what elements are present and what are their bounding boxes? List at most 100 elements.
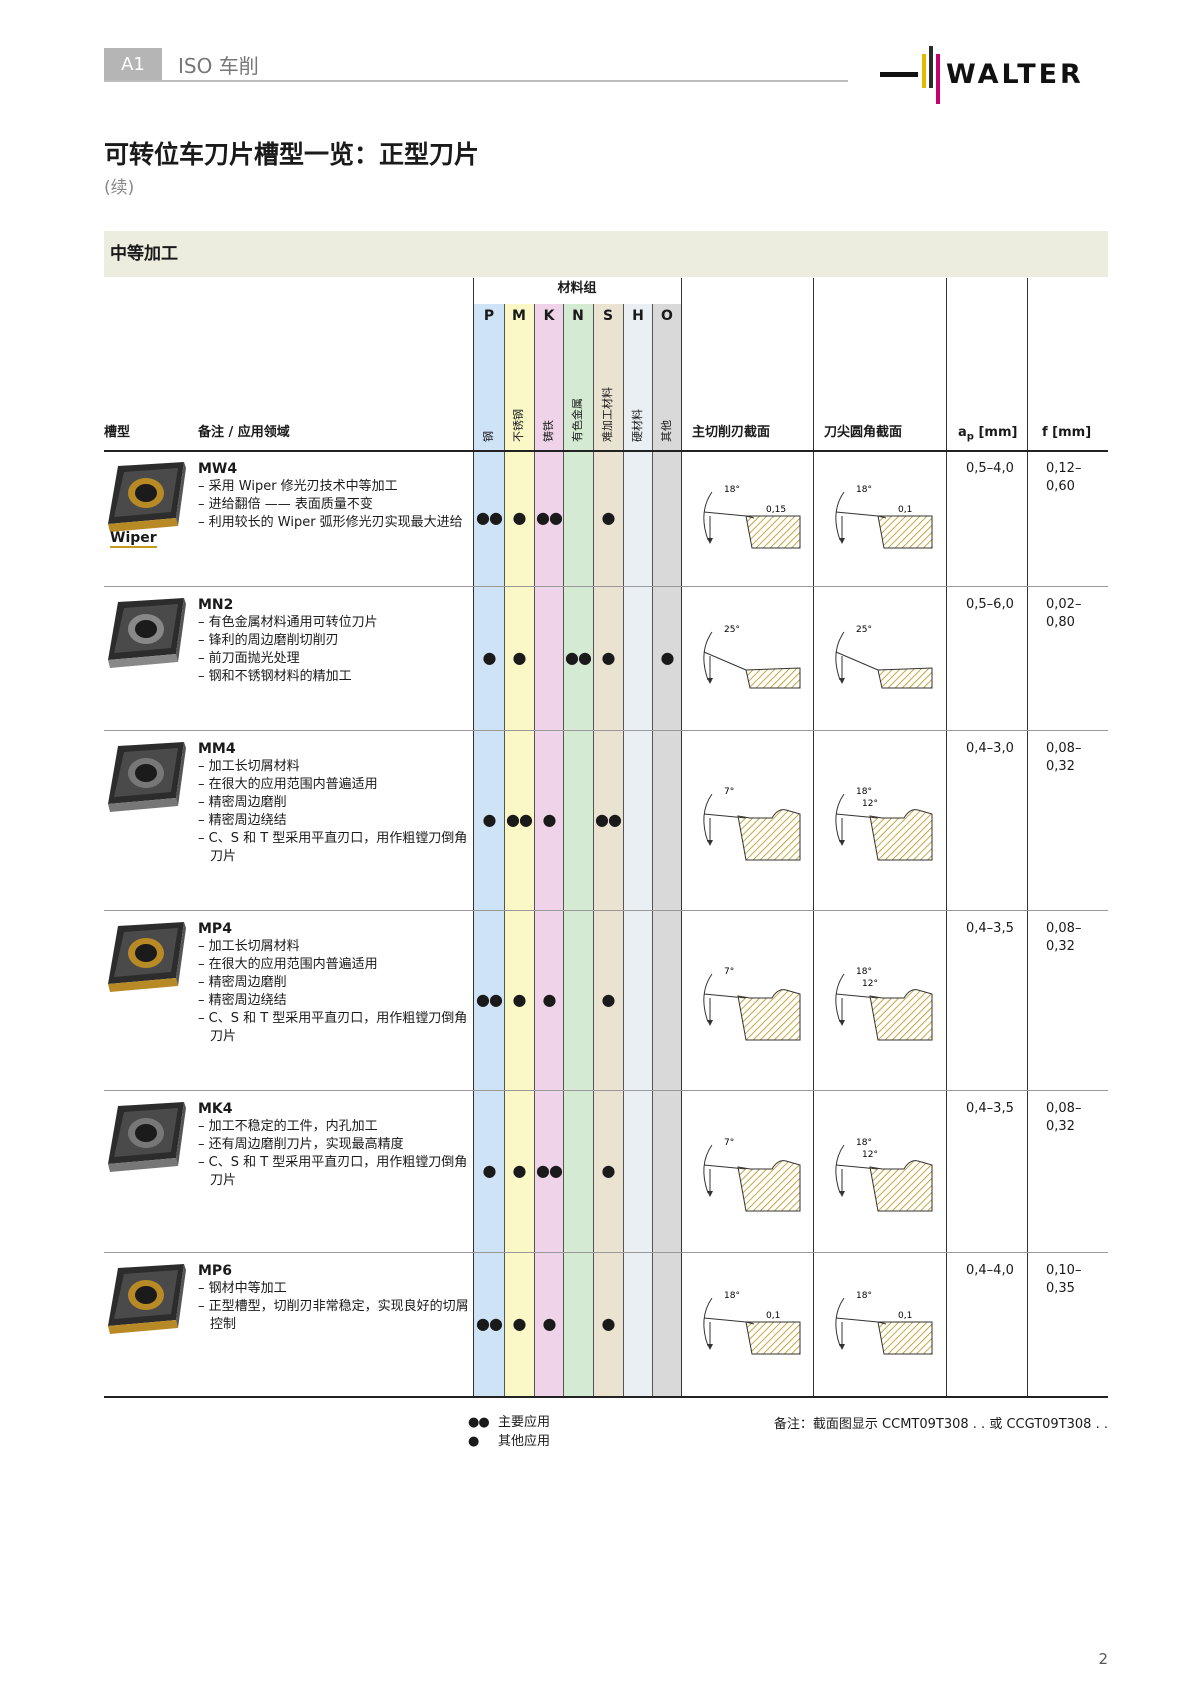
- header-corner-section: 刀尖圆角截面: [824, 425, 903, 440]
- header-main-section: 主切削刃截面: [692, 425, 771, 440]
- svg-text:0,1: 0,1: [898, 1311, 912, 1321]
- material-name-wrap: 硬材料: [623, 326, 653, 442]
- svg-text:12°: 12°: [862, 799, 878, 809]
- main-section-diagram: 7°: [703, 1138, 801, 1212]
- note-line: – 锋利的周边磨削切削刃: [198, 633, 339, 648]
- legend-label: 其他应用: [498, 1434, 551, 1449]
- material-name-m: 不锈钢: [512, 409, 525, 442]
- geometry-code: MP4: [198, 921, 232, 937]
- application-dot-m: ●: [512, 990, 527, 1009]
- header-ap: ap [mm]: [958, 424, 1017, 447]
- f-range: 0,12–0,60: [1046, 461, 1082, 494]
- insert-image: [108, 1264, 186, 1334]
- geometry-notes: – 有色金属材料通用可转位刀片 – 锋利的周边磨削切削刃 – 前刀面抛光处理 – 钢和…: [198, 614, 470, 686]
- corner-section-diagram: 25°: [835, 625, 933, 689]
- row-divider: [104, 910, 1108, 911]
- application-dot-o: ●: [660, 648, 675, 667]
- insert-image: [108, 922, 186, 992]
- application-dot-k: ●: [542, 810, 557, 829]
- material-name-wrap: 难加工材料: [593, 326, 623, 442]
- legend-symbol: ●: [468, 1434, 479, 1449]
- note-line: – 进给翻倍 —— 表面质量不变: [198, 497, 373, 512]
- ap-range: 0,4–3,0: [966, 741, 1014, 756]
- svg-text:18°: 18°: [856, 967, 872, 977]
- table-row: MP4– 加工长切屑材料– 在很大的应用范围内普遍适用– 精密周边磨削– 精密周…: [104, 910, 1108, 1090]
- geometry-notes: – 钢材中等加工– 正型槽型，切削刃非常稳定，实现良好的切屑控制: [198, 1280, 470, 1334]
- svg-text:12°: 12°: [862, 1150, 878, 1160]
- material-name-wrap: 铸铁: [534, 326, 564, 442]
- table-row: MK4– 加工不稳定的工件，内孔加工– 还有周边磨削刀片，实现最高精度– C、S…: [104, 1090, 1108, 1252]
- note-line: – 正型槽型，切削刃非常稳定，实现良好的切屑控制: [198, 1299, 469, 1332]
- column-divider: [652, 304, 653, 1396]
- geometry-code: MW4: [198, 461, 238, 477]
- application-dot-m: ●: [512, 648, 527, 667]
- material-column-p: [474, 304, 504, 1396]
- application-dot-s: ●: [601, 990, 616, 1009]
- ap-range: 0,5–4,0: [966, 461, 1014, 476]
- section-tag: A1: [104, 48, 162, 82]
- note-line: – 采用 Wiper 修光刃技术中等加工: [198, 479, 398, 494]
- header-f: f [mm]: [1042, 425, 1092, 440]
- application-dot-m: ●: [512, 1161, 527, 1180]
- ap-symbol: a: [958, 425, 967, 440]
- note-line: – 钢和不锈钢材料的精加工: [198, 669, 352, 684]
- page-subtitle: (续): [104, 178, 135, 198]
- ap-range: 0,4–3,5: [966, 1101, 1014, 1116]
- row-divider: [104, 450, 1108, 452]
- svg-text:18°: 18°: [724, 1291, 740, 1301]
- note-line: – 在很大的应用范围内普遍适用: [198, 777, 378, 792]
- svg-text:25°: 25°: [856, 625, 872, 635]
- legend-symbol: ●●: [468, 1415, 490, 1430]
- material-column-o: [652, 304, 682, 1396]
- note-line: – 加工不稳定的工件，内孔加工: [198, 1119, 378, 1134]
- material-letter-o: O: [661, 308, 673, 324]
- ap-range: 0,4–4,0: [966, 1263, 1014, 1278]
- application-dot-k: ●: [542, 990, 557, 1009]
- corner-section-diagram: 18°12°: [835, 967, 933, 1041]
- note-line: – 精密周边绕结: [198, 993, 287, 1008]
- application-dot-m: ●●: [506, 810, 533, 829]
- material-name-wrap: 钢: [474, 326, 504, 442]
- corner-section-diagram: 18°12°: [835, 1138, 933, 1212]
- application-dot-p: ●●: [476, 1314, 503, 1333]
- main-section-diagram: 7°: [703, 787, 801, 861]
- corner-section-diagram: 18°12°: [835, 787, 933, 861]
- legend-other: ● 其他应用: [468, 1433, 550, 1451]
- material-column-s: [593, 304, 623, 1396]
- material-name-wrap: 其他: [652, 326, 682, 442]
- application-dot-p: ●: [482, 810, 497, 829]
- insert-image: [108, 598, 186, 668]
- corner-section-diagram: 18°0,1: [835, 1291, 933, 1355]
- application-dot-k: ●: [542, 1314, 557, 1333]
- wiper-badge: Wiper: [110, 530, 157, 548]
- svg-text:18°: 18°: [856, 1138, 872, 1148]
- column-divider: [946, 278, 947, 1396]
- note-line: – 还有周边磨削刀片，实现最高精度: [198, 1137, 404, 1152]
- note-line: – 有色金属材料通用可转位刀片: [198, 615, 378, 630]
- geometry-notes: – 加工长切屑材料– 在很大的应用范围内普遍适用– 精密周边磨削– 精密周边绕结…: [198, 758, 470, 866]
- material-letter-p: P: [483, 308, 495, 324]
- note-line: – 精密周边绕结: [198, 813, 287, 828]
- column-divider: [623, 304, 624, 1396]
- geometry-notes: – 加工长切屑材料– 在很大的应用范围内普遍适用– 精密周边磨削– 精密周边绕结…: [198, 938, 470, 1046]
- geometry-code: MK4: [198, 1101, 233, 1117]
- ap-range: 0,5–6,0: [966, 597, 1014, 612]
- geometry-code: MN2: [198, 597, 234, 613]
- column-divider: [473, 278, 474, 1396]
- f-range: 0,08–0,32: [1046, 1101, 1082, 1134]
- column-divider: [534, 304, 535, 1396]
- note-line: – C、S 和 T 型采用平直刃口，用作粗镗刀倒角刀片: [198, 1011, 468, 1044]
- svg-text:7°: 7°: [724, 787, 734, 797]
- section-title: ISO 车削: [178, 54, 259, 78]
- note-line: – 前刀面抛光处理: [198, 651, 300, 666]
- column-divider: [593, 304, 594, 1396]
- note-line: – 精密周边磨削: [198, 795, 287, 810]
- header-material-group: 材料组: [557, 281, 597, 296]
- material-name-p: 钢: [482, 431, 495, 442]
- section-band-label: 中等加工: [110, 244, 178, 264]
- svg-text:18°: 18°: [724, 485, 740, 495]
- material-column-k: [534, 304, 564, 1396]
- table-row: MM4– 加工长切屑材料– 在很大的应用范围内普遍适用– 精密周边磨削– 精密周…: [104, 730, 1108, 910]
- application-dot-p: ●: [482, 648, 497, 667]
- page-title: 可转位车刀片槽型一览：正型刀片: [104, 140, 480, 169]
